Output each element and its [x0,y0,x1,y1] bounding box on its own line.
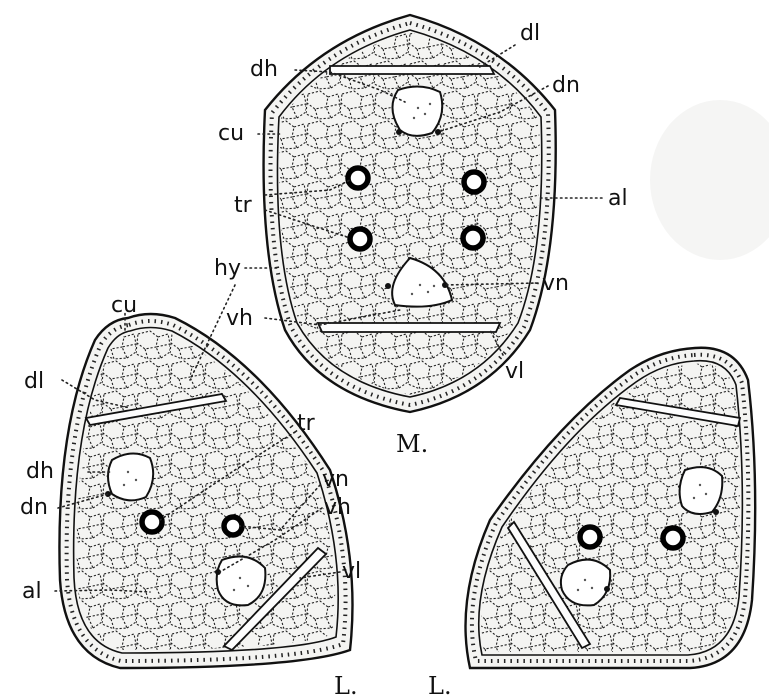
middle-trachea-lower-right [463,228,483,248]
middle-trachea-lower-left [350,229,370,249]
label-tr-left: tr [297,411,316,436]
middle-trachea-upper-right [464,172,484,192]
middle-nucleus-dn-left [396,129,402,135]
label-dh-left: dh [26,459,54,484]
middle-nucleus-vn-left [385,283,391,289]
right-dorsal-nerve [680,467,723,514]
middle-trachea-upper-left [348,168,368,188]
label-hy: hy [214,256,241,281]
label-cu-middle: cu [218,121,244,146]
label-tr-middle: tr [234,193,253,218]
middle-dorsal-nerve [392,86,442,135]
right-nucleus-dn [713,509,719,515]
left-trachea-1 [142,512,162,532]
label-vn-middle: vn [542,271,569,296]
label-dh-middle: dh [250,57,278,82]
label-al-left: al [22,579,42,604]
section-middle [264,15,556,412]
label-vh-left: vh [324,495,351,520]
label-vl-middle: vl [505,359,524,384]
label-dn-middle: dn [552,73,580,98]
right-trachea-1 [580,527,600,547]
caption-left: L. [334,672,358,698]
label-cu-left: cu [111,293,137,318]
left-ventral-nerve [217,556,266,605]
label-al-middle: al [608,186,628,211]
left-dorsal-nerve [108,453,153,500]
label-dl-left: dl [24,369,44,394]
label-vh-middle: vh [226,306,253,331]
middle-dorsal-band [330,66,494,74]
section-right [466,348,756,668]
label-vl-left: vl [342,559,361,584]
caption-right: L. [428,672,452,698]
middle-nucleus-dn-right [435,129,441,135]
section-left [59,314,352,668]
paper-smudge [650,100,769,260]
label-dl-middle: dl [520,21,540,46]
right-ventral-nerve [561,560,610,606]
label-dn-left: dn [20,495,48,520]
label-vn-left: vn [322,467,349,492]
middle-ventral-band [318,323,500,332]
caption-middle: M. [396,430,428,458]
right-nucleus-vn [604,586,610,592]
right-trachea-2 [663,528,683,548]
